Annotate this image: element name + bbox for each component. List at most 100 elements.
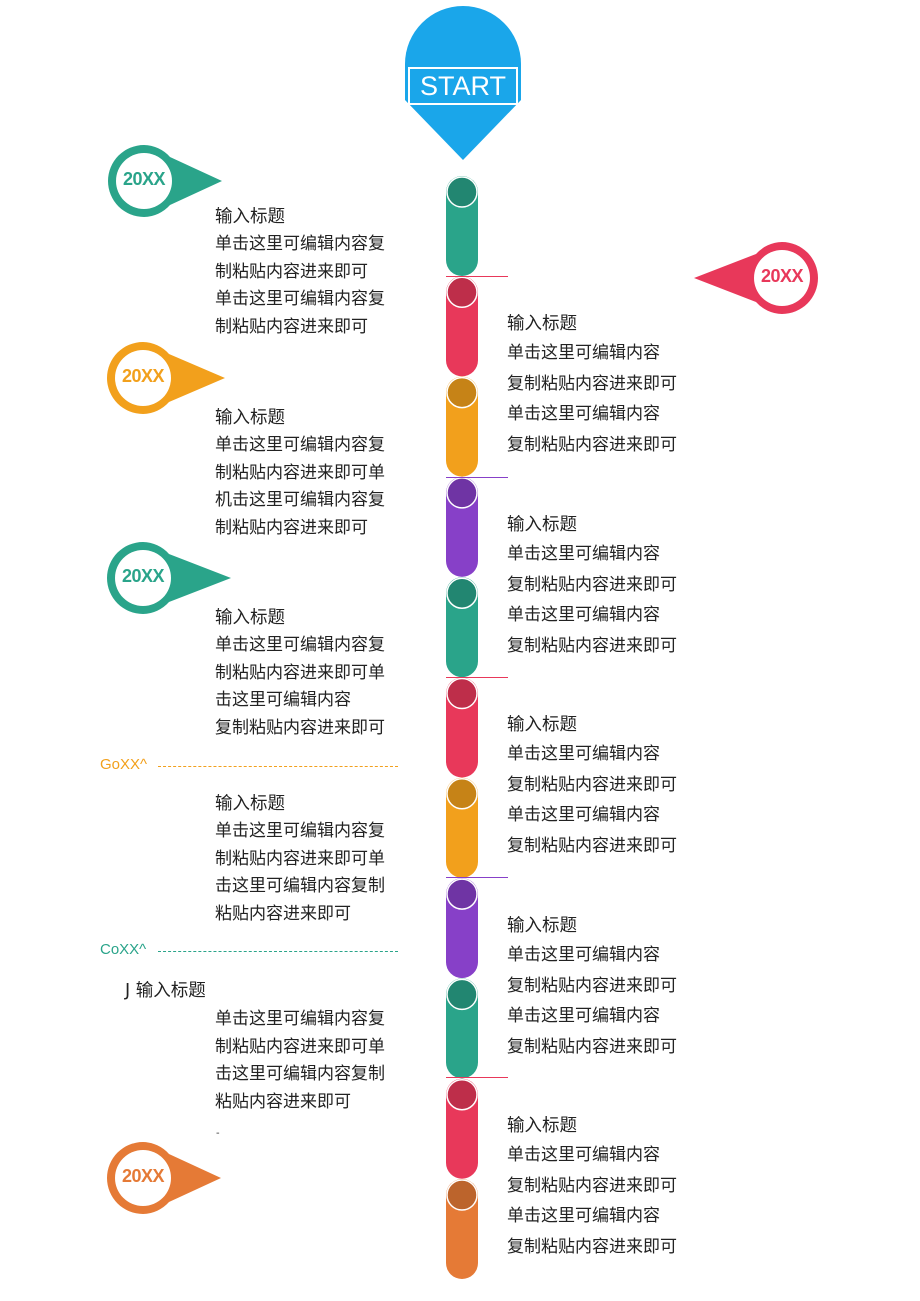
right-entry-5: 输入标题 单击这里可编辑内容 复制粘贴内容进来即可 单击这里可编辑内容 复制粘贴… [507,1113,707,1262]
year-pin-4: 20XX [103,540,233,616]
timeline-segment-teal [446,978,478,1079]
entry-line: 单击这里可编辑内容复 [215,289,385,309]
entry-line: 单击这里可编辑内容 [507,945,660,965]
timeline-segment-teal [446,176,478,276]
entry-line: 制粘贴内容进来即可 [215,316,368,337]
pin-year-label: 20XX [122,169,166,189]
entry-line: 制粘贴内容进来即可单 [215,662,385,683]
entry-line: 复制粘贴内容进来即可 [507,835,677,856]
entry-line: 单击这里可编辑内容复 [215,821,385,841]
year-pin-1: 20XX [104,143,224,219]
entry-line: 单击这里可编辑内容 [507,805,660,825]
entry-line: 复制粘贴内容进来即可 [507,434,677,455]
right-entry-1: 输入标题 单击这里可编辑内容 复制粘贴内容进来即可 单击这里可编辑内容 复制粘贴… [507,311,707,460]
right-entry-4: 输入标题 单击这里可编辑内容 复制粘贴内容进来即可 单击这里可编辑内容 复制粘贴… [507,913,707,1062]
right-entry-2: 输入标题 单击这里可编辑内容 复制粘贴内容进来即可 单击这里可编辑内容 复制粘贴… [507,512,707,661]
entry-title: 输入标题 [507,515,577,535]
pin-year-label: 20XX [760,266,804,286]
entry-line: 复制粘贴内容进来即可 [507,1036,677,1057]
timeline-segment-teal [446,577,478,678]
year-pin-3: 20XX [103,340,227,416]
entry-line: 单击这里可编辑内容 [507,1145,660,1165]
entry-title: 输入标题 [507,1116,577,1136]
entry-line: 单击这里可编辑内容 [507,1206,660,1226]
timeline-tubes [446,176,478,1279]
start-label-box [408,67,518,105]
entry-line: 粘贴内容进来即可 [215,903,351,924]
start-marker [405,6,521,160]
connector-line [446,877,508,878]
connector-line [446,677,508,678]
entry-line: 单击这里可编辑内容 [507,404,660,424]
timeline-segment-purple [446,476,478,577]
entry-line: 击这里可编辑内容复制 [215,876,385,896]
entry-title: 输入标题 [215,794,285,814]
dashed-divider [158,766,398,767]
timeline-segment-red [446,276,478,377]
entry-title: 输入标题 [507,314,577,334]
entry-line: 单击这里可编辑内容复 [215,435,385,455]
entry-title: 输入标题 [215,408,285,428]
timeline-segment-purple [446,878,478,979]
pin-shape [107,542,231,614]
entry-line: 击这里可编辑内容 [215,690,351,710]
entry-line: 粘贴内容进来即可 [215,1091,351,1112]
left-entry-1: 输入标题 单击这里可编辑内容复 制粘贴内容进来即可 单击这里可编辑内容复 制粘贴… [215,204,415,341]
entry-line: 击这里可编辑内容复制 [215,1064,385,1084]
left-entry-5-body: 单击这里可编辑内容复 制粘贴内容进来即可单 击这里可编辑内容复制 粘贴内容进来即… [215,1006,415,1116]
entry-line: 单击这里可编辑内容复 [215,1009,385,1029]
entry-line: 单击这里可编辑内容 [507,544,660,564]
timeline-segment-red [446,677,478,778]
right-entry-3: 输入标题 单击这里可编辑内容 复制粘贴内容进来即可 单击这里可编辑内容 复制粘贴… [507,712,707,861]
timeline-segment-orange [446,777,478,878]
left-entry-3: 输入标题 单击这里可编辑内容复 制粘贴内容进来即可单 击这里可编辑内容 复制粘贴… [215,605,415,742]
entry-line: 制粘贴内容进来即可单 [215,462,385,483]
dashed-marker-label: CoXX^ [100,941,147,958]
connector-line [446,276,508,277]
left-entry-4: 输入标题 单击这里可编辑内容复 制粘贴内容进来即可单 击这里可编辑内容复制 粘贴… [215,791,415,928]
pin-shape [694,242,818,314]
pin-shape [108,145,222,217]
entry-line: 复制粘贴内容进来即可 [507,975,677,996]
entry-line: 制粘贴内容进来即可单 [215,848,385,869]
entry-title: 输入标题 [507,715,577,735]
connector-line [446,477,508,478]
dashed-divider [158,951,398,952]
entry-line: 机击这里可编辑内容复 [215,490,385,510]
year-pin-5: 20XX [103,1140,223,1216]
pin-year-label: 20XX [121,1166,165,1186]
pin-year-label: 20XX [121,566,165,586]
entry-title: 输入标题 [507,916,577,936]
timeline-segment-orange [446,376,478,477]
pin-shape [107,1142,221,1214]
pin-shape [107,342,225,414]
entry-title: 输入标题 [215,608,285,628]
start-label: START [419,71,506,101]
entry-line: 单击这里可编辑内容 [507,1006,660,1026]
timeline-segment-coral [446,1179,478,1279]
entry-line: 单击这里可编辑内容复 [215,635,385,655]
entry-line: 复制粘贴内容进来即可 [507,1236,677,1257]
left-entry-5: J 输入标题 [125,978,206,1005]
dashed-marker-label: GoXX^ [100,756,148,773]
pin-year-label: 20XX [121,366,165,386]
entry-line: 复制粘贴内容进来即可 [507,774,677,795]
entry-line: 复制粘贴内容进来即可 [507,574,677,595]
entry-line: 复制粘贴内容进来即可 [507,635,677,656]
entry-line: 制粘贴内容进来即可单 [215,1036,385,1057]
entry-line: 复制粘贴内容进来即可 [507,1175,677,1196]
entry-line: 制粘贴内容进来即可 [215,261,368,282]
entry-line: 单击这里可编辑内容复 [215,234,385,254]
entry-line: 单击这里可编辑内容 [507,605,660,625]
entry-title: 输入标题 [215,207,285,227]
year-pin-2: 20XX [692,240,822,316]
entry-line: 复制粘贴内容进来即可 [507,373,677,394]
stray-mark: - [216,1128,220,1139]
entry-line: 复制粘贴内容进来即可 [215,717,385,738]
entry-line: 单击这里可编辑内容 [507,744,660,764]
entry-title: J 输入标题 [125,981,206,1001]
timeline-segment-red [446,1078,478,1179]
left-entry-2: 输入标题 单击这里可编辑内容复 制粘贴内容进来即可单 机击这里可编辑内容复 制粘… [215,405,415,542]
entry-line: 单击这里可编辑内容 [507,343,660,363]
